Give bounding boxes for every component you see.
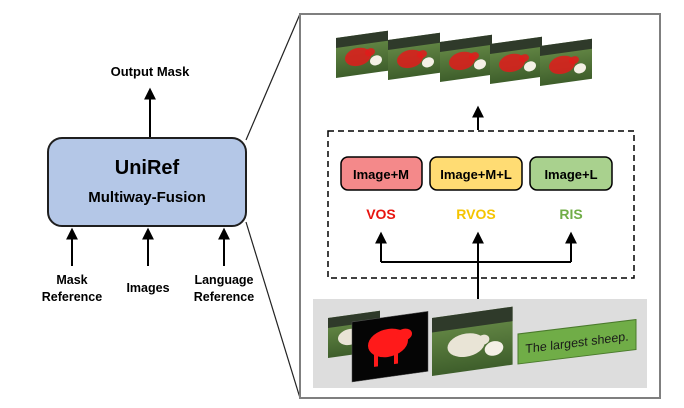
input-label-mask-line1: Mask xyxy=(56,273,87,287)
zoom-line-top xyxy=(245,13,301,141)
language-caption-card: The largest sheep. xyxy=(517,318,637,365)
input-sheep-image xyxy=(432,306,513,376)
task-box-ris-label: Image+L xyxy=(544,167,597,182)
output-frame-5 xyxy=(540,38,592,86)
task-box-vos-label: Image+M xyxy=(353,167,409,182)
task-box-ris xyxy=(529,156,613,191)
input-label-language-line1: Language xyxy=(194,273,253,287)
input-label-language-line2: Reference xyxy=(194,290,254,304)
input-label-mask-line2: Reference xyxy=(42,290,102,304)
model-title: UniRef xyxy=(115,157,180,179)
output-frame-2 xyxy=(388,32,440,80)
task-name-ris: RIS xyxy=(559,206,582,222)
model-subtitle: Multiway-Fusion xyxy=(88,189,206,206)
input-mask-image xyxy=(351,311,429,383)
unireff-model-box xyxy=(47,137,247,227)
output-mask-label: Output Mask xyxy=(111,64,190,79)
task-box-vos xyxy=(340,156,423,191)
task-box-rvos-label: Image+M+L xyxy=(440,167,512,182)
output-frame-3 xyxy=(440,34,492,82)
task-name-rvos: RVOS xyxy=(456,206,495,222)
output-frame-4 xyxy=(490,36,542,84)
input-label-images: Images xyxy=(126,281,169,295)
output-frame-1 xyxy=(336,30,388,78)
task-container xyxy=(327,130,635,279)
branch-arrows xyxy=(375,231,577,300)
zoom-line-bottom xyxy=(245,221,301,399)
task-box-rvos xyxy=(429,156,523,191)
task-name-vos: VOS xyxy=(366,206,396,222)
